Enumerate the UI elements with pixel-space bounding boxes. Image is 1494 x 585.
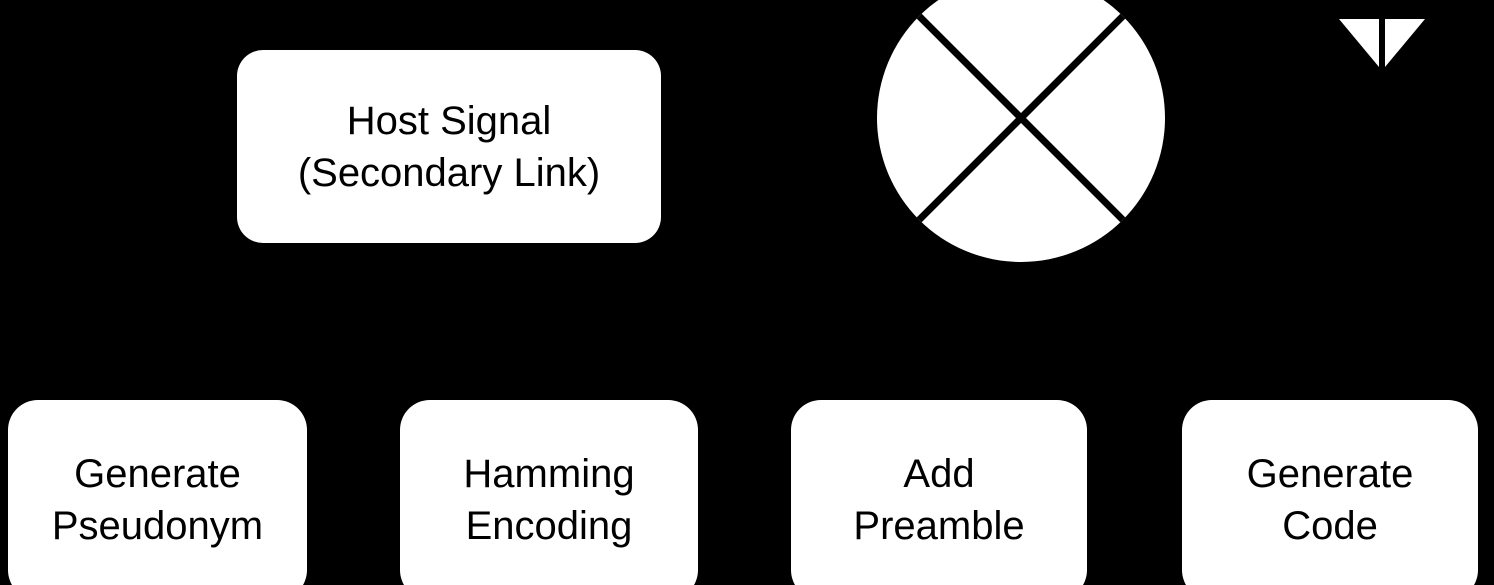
host-signal-line-1: Host Signal (346, 98, 552, 143)
process-box-generate-code-line-2: Code (1282, 504, 1378, 548)
process-box-generate-pseudonym-line-1: Generate (74, 452, 241, 496)
antenna-svg (1339, 19, 1425, 67)
mixer-svg (877, 0, 1165, 262)
mixer-circle-x-icon[interactable] (876, 0, 1166, 263)
process-box-add-preamble-line-1: Add (903, 452, 975, 496)
process-box-hamming-encoding[interactable]: Hamming Encoding (400, 400, 698, 585)
mixer-x-line-b (916, 13, 1126, 223)
antenna-left-triangle (1339, 19, 1379, 67)
antenna-right-triangle (1385, 19, 1425, 67)
process-box-add-preamble-line-2: Preamble (853, 504, 1025, 548)
process-box-generate-pseudonym[interactable]: Generate Pseudonym (8, 400, 307, 585)
process-box-hamming-encoding-line-1: Hamming (463, 452, 635, 496)
antenna-icon[interactable] (1339, 19, 1425, 67)
host-signal-box[interactable]: Host Signal (Secondary Link) (237, 50, 661, 243)
process-box-add-preamble[interactable]: Add Preamble (791, 400, 1087, 585)
process-box-hamming-encoding-line-2: Encoding (465, 504, 633, 548)
process-box-generate-pseudonym-line-2: Pseudonym (51, 504, 264, 548)
process-box-generate-code-line-1: Generate (1246, 452, 1414, 496)
process-box-generate-code[interactable]: Generate Code (1182, 400, 1478, 585)
mixer-circle (877, 0, 1165, 262)
host-signal-line-2: (Secondary Link) (297, 150, 601, 195)
